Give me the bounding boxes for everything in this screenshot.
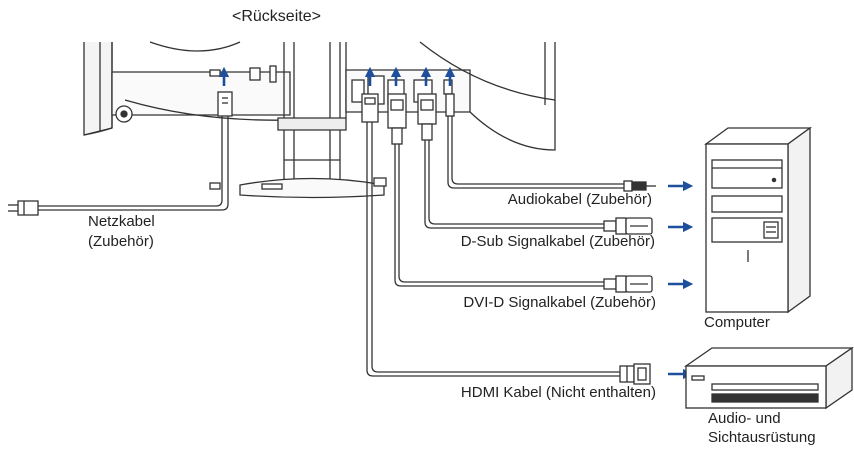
port-arrows [218,66,456,86]
audio-cable [445,93,656,192]
hdmi-cable-label: HDMI Kabel (Nicht enthalten) [460,384,656,401]
power-cable-label-line1: Netzkabel [88,213,155,230]
diagram-title: <Rückseite> [232,8,321,25]
av-equipment-label-line1: Audio- und [708,410,781,427]
dvi-cable-label: DVI-D Signalkabel (Zubehör) [463,294,656,311]
monitor-stand [209,42,387,199]
computer-label: Computer [704,314,770,331]
computer-icon [704,126,812,314]
power-cable-label-line2: (Zubehör) [88,233,154,250]
dsub-cable [417,93,653,235]
monitor-back-left [83,41,291,136]
power-cable [8,91,233,216]
dvi-cable [387,93,653,293]
dsub-cable-label: D-Sub Signalkabel (Zubehör) [460,233,655,250]
audio-cable-label: Audiokabel (Zubehör) [507,191,652,208]
device-arrows [668,180,694,380]
hdmi-cable [361,93,651,385]
av-equipment-label-line2: Sichtausrüstung [708,429,816,446]
av-equipment-icon [683,346,854,410]
